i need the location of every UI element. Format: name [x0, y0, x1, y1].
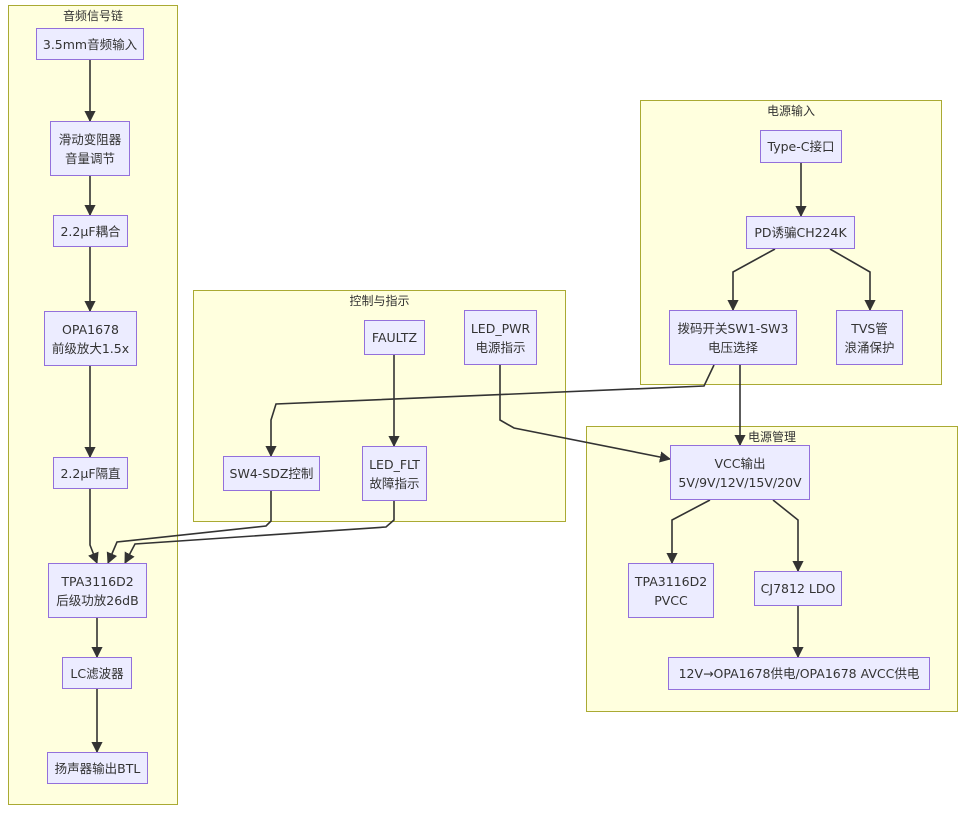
- node-sw4-sdz-control[interactable]: SW4-SDZ控制: [223, 456, 320, 491]
- node-opa1678-supply[interactable]: 12V→OPA1678供电/OPA1678 AVCC供电: [668, 657, 930, 690]
- cluster-title: 控制与指示: [349, 294, 410, 308]
- node-coupling-capacitor[interactable]: 2.2μF耦合: [53, 215, 128, 247]
- node-audio-input-jack[interactable]: 3.5mm音频输入: [36, 28, 144, 60]
- node-tvs-protection[interactable]: TVS管浪涌保护: [836, 310, 903, 365]
- node-led-power[interactable]: LED_PWR 电源指示: [464, 310, 537, 365]
- node-opa1678-preamp[interactable]: OPA1678 前级放大1.5x: [44, 311, 137, 366]
- node-pd-trigger[interactable]: PD诱骗CH224K: [746, 216, 855, 249]
- node-label-line: 扬声器输出BTL: [54, 760, 141, 776]
- node-label-line: TPA3116D2: [634, 573, 708, 589]
- node-label-line: PD诱骗CH224K: [754, 225, 847, 240]
- node-label-line: 故障指示: [369, 475, 420, 491]
- node-label-line: 拨码开关SW1-SW3: [677, 320, 789, 336]
- node-dip-switch[interactable]: 拨码开关SW1-SW3 电压选择: [669, 310, 797, 365]
- node-label-line: 12V→OPA1678供电/OPA1678 AVCC供电: [678, 666, 920, 681]
- node-volume-potentiometer[interactable]: 滑动变阻器音量调节: [50, 121, 130, 176]
- node-label-line: 电压选择: [707, 339, 758, 355]
- node-label-line: 3.5mm音频输入: [42, 36, 138, 52]
- node-label-line: 电源指示: [475, 339, 526, 355]
- cluster-title: 电源管理: [747, 430, 796, 444]
- node-label-line: VCC输出: [714, 455, 766, 471]
- cluster-title: 电源输入: [766, 104, 815, 118]
- node-label-line: 2.2μF隔直: [60, 465, 121, 481]
- node-dc-block-capacitor[interactable]: 2.2μF隔直: [53, 457, 128, 489]
- node-label-line: OPA1678: [62, 321, 119, 337]
- node-label-line: 后级功放26dB: [56, 592, 139, 608]
- node-label-line: TPA3116D2: [61, 573, 134, 589]
- node-label-line: Type-C接口: [767, 139, 835, 154]
- node-led-fault[interactable]: LED_FLT 故障指示: [362, 446, 427, 501]
- node-label-line: LED_FLT: [369, 456, 420, 472]
- node-vcc-output[interactable]: VCC输出 5V/9V/12V/15V/20V: [670, 445, 810, 500]
- node-label-line: LED_PWR: [470, 320, 531, 336]
- node-label-line: SW4-SDZ控制: [229, 466, 314, 481]
- node-tpa3116d2-amplifier[interactable]: TPA3116D2 后级功放26dB: [48, 563, 147, 618]
- node-lc-filter[interactable]: LC滤波器: [62, 657, 132, 689]
- node-label-line: 2.2μF耦合: [60, 223, 121, 239]
- node-label-line: FAULTZ: [371, 330, 418, 345]
- node-typec-port[interactable]: Type-C接口: [760, 130, 842, 163]
- node-label-line: PVCC: [654, 592, 688, 608]
- node-label-line: TVS管: [851, 320, 888, 336]
- node-label-line: CJ7812 LDO: [760, 581, 836, 596]
- node-label-line: 滑动变阻器: [58, 131, 122, 147]
- node-label-line: 浪涌保护: [844, 339, 895, 355]
- node-label-line: 音量调节: [64, 150, 115, 166]
- node-label-line: 前级放大1.5x: [51, 340, 130, 356]
- node-speaker-output[interactable]: 扬声器输出BTL: [47, 752, 148, 784]
- node-cj7812-ldo[interactable]: CJ7812 LDO: [754, 571, 842, 606]
- node-label-line: LC滤波器: [70, 665, 124, 681]
- node-label-line: 5V/9V/12V/15V/20V: [678, 474, 802, 490]
- cluster-title: 音频信号链: [62, 9, 123, 23]
- node-faultz[interactable]: FAULTZ: [364, 320, 425, 355]
